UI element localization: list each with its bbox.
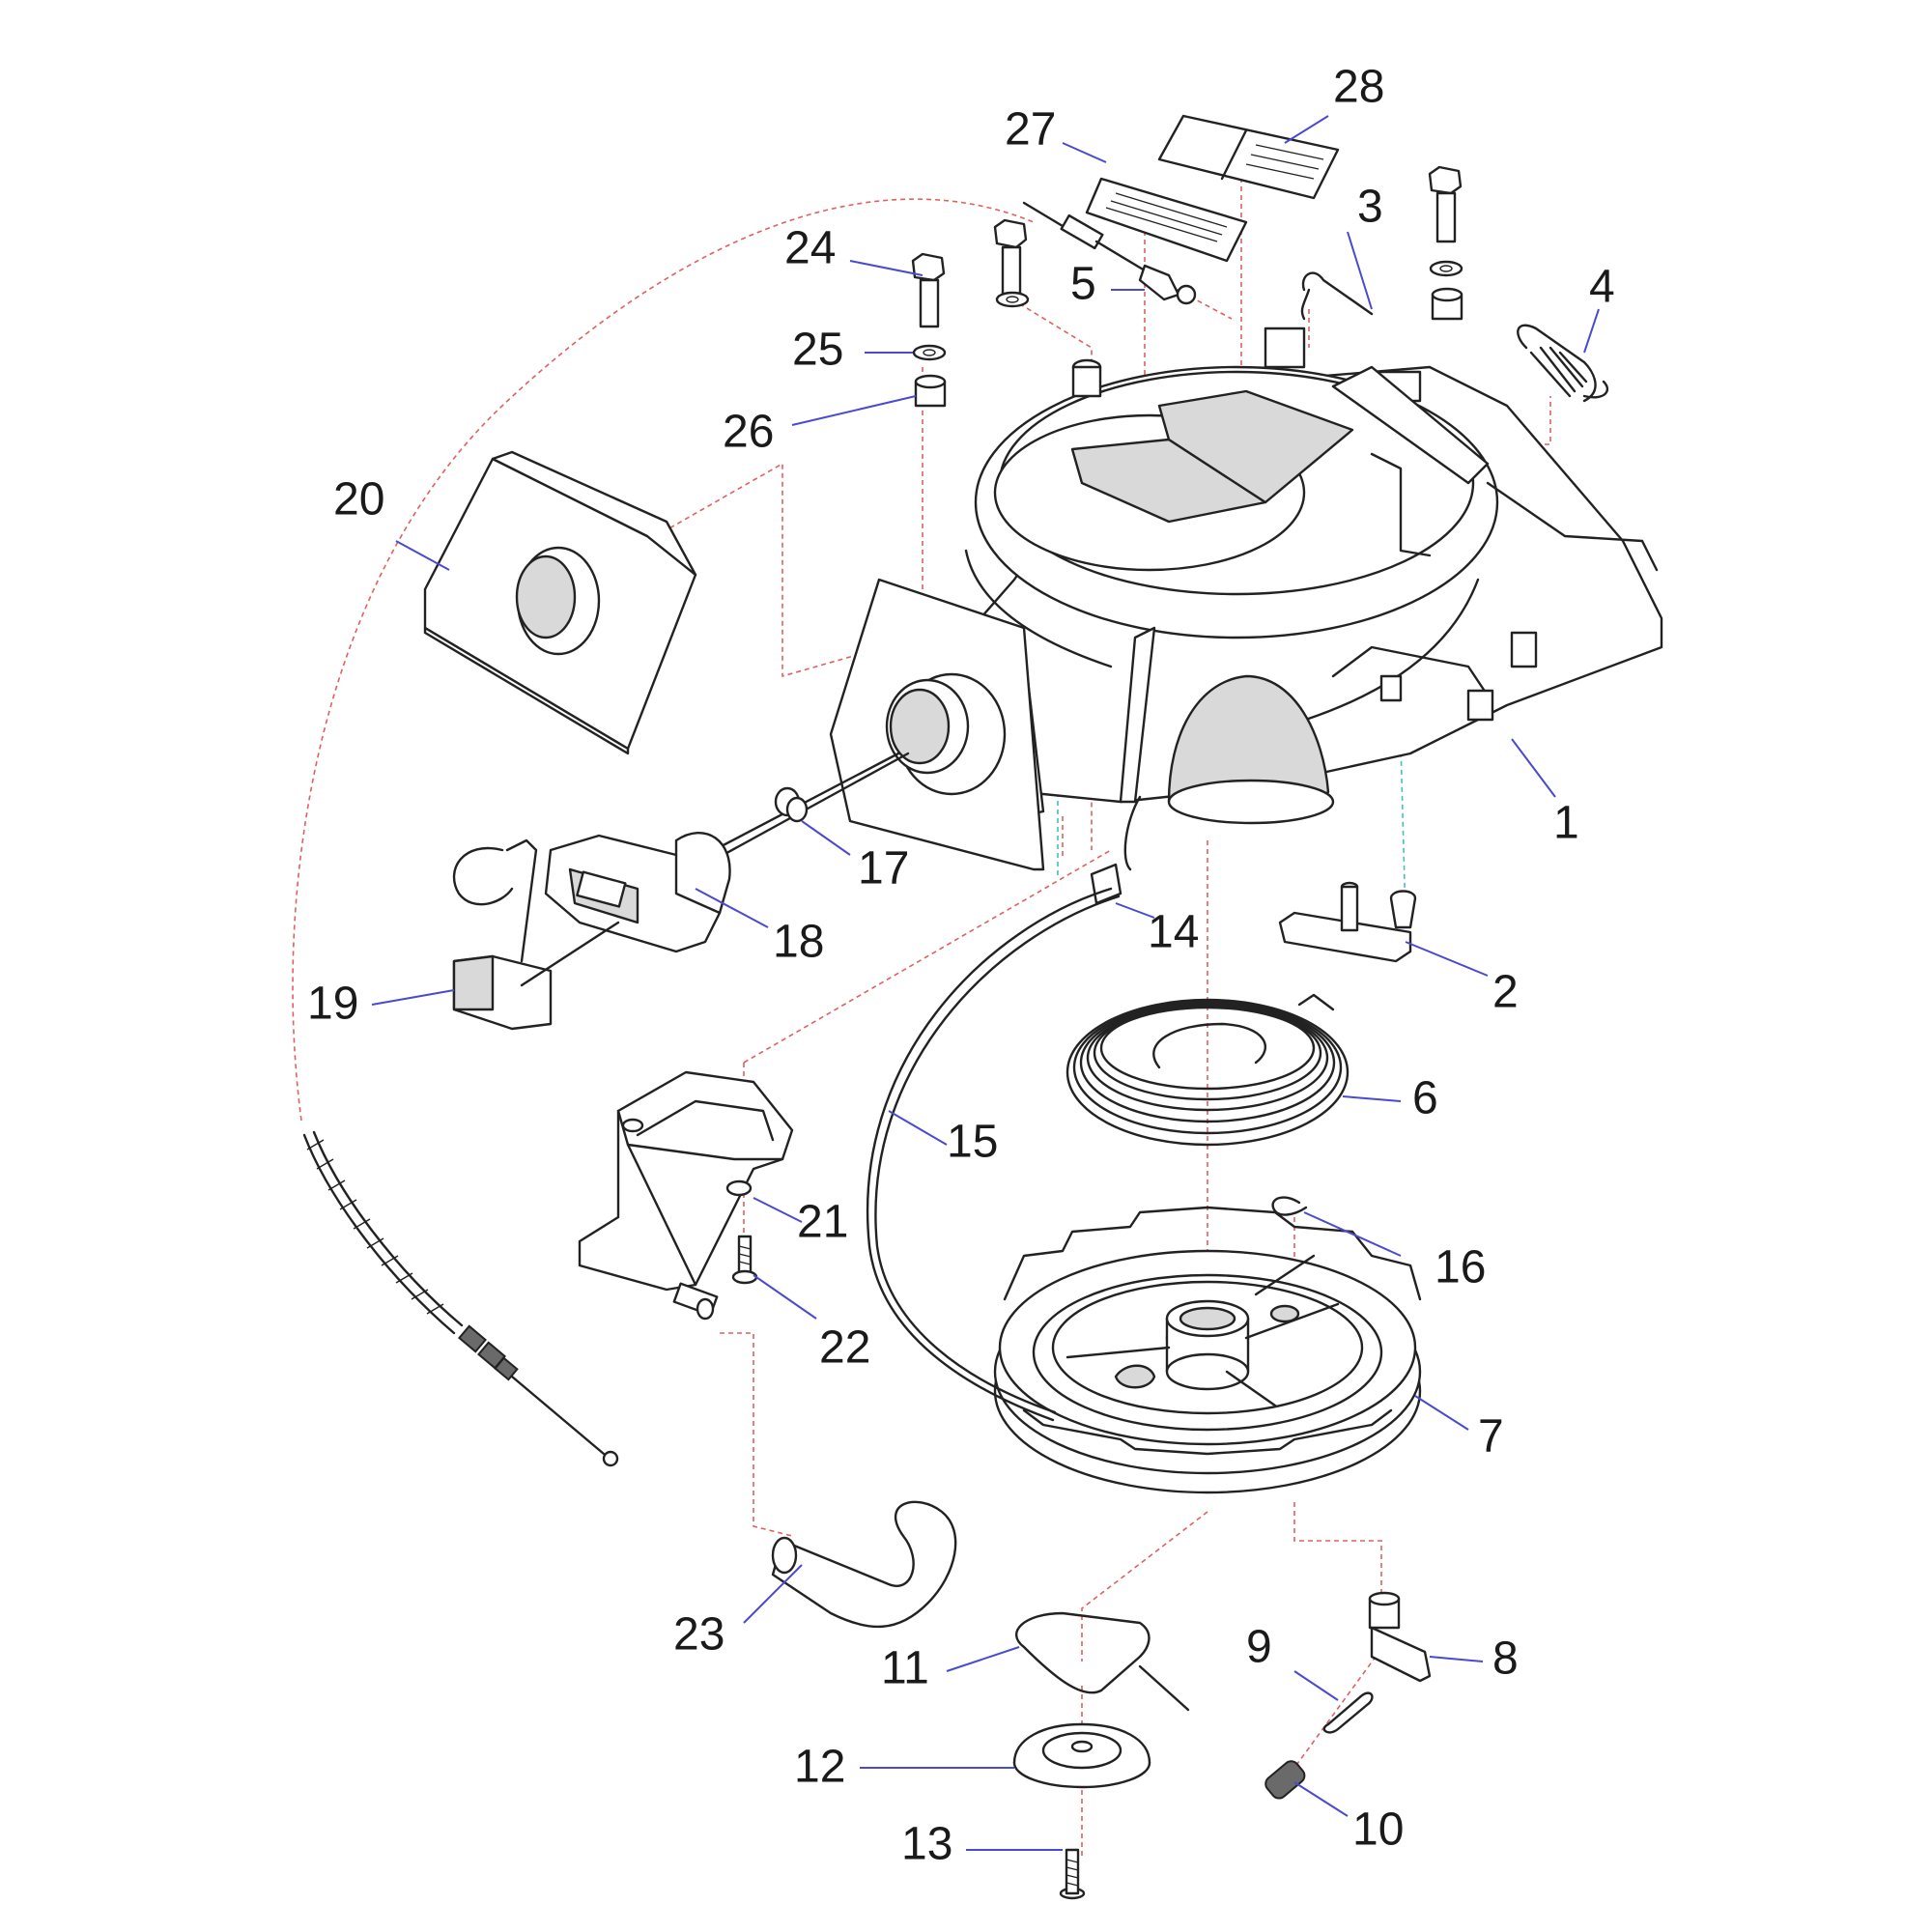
label-part-25: 25 [792, 325, 843, 376]
label-part-9: 9 [1246, 1622, 1272, 1673]
bolt-24 [911, 252, 946, 328]
label-part-14: 14 [1148, 907, 1199, 958]
label-part-7: 7 [1478, 1411, 1504, 1463]
label-part-6: 6 [1412, 1073, 1438, 1124]
leader-lines [371, 115, 1600, 1851]
label-part-1: 1 [1553, 798, 1579, 849]
part-labels: 1 2 3 4 5 6 7 8 9 10 11 12 13 14 15 16 1… [307, 62, 1615, 1870]
cable-clamp [452, 838, 620, 1031]
lever [1278, 881, 1417, 963]
friction-plate [1012, 1722, 1151, 1789]
label-part-4: 4 [1589, 262, 1615, 313]
pawl-spring [1322, 1691, 1374, 1734]
bracket [578, 1070, 794, 1321]
bolt-left [993, 218, 1030, 308]
label-part-17: 17 [858, 843, 909, 895]
spec-label [1157, 114, 1340, 200]
label-part-11: 11 [881, 1643, 929, 1694]
label-part-2: 2 [1492, 967, 1519, 1018]
label-part-12: 12 [794, 1742, 845, 1793]
throttle-cable [302, 1130, 619, 1467]
wire-spring [1015, 1611, 1190, 1712]
label-part-13: 13 [901, 1819, 952, 1870]
label-part-27: 27 [1005, 104, 1056, 156]
foam-pad [423, 450, 697, 755]
e-clip [1271, 1196, 1308, 1216]
warning-label [1085, 177, 1248, 263]
label-part-28: 28 [1333, 62, 1384, 113]
starter-handle [544, 831, 731, 953]
label-part-22: 22 [819, 1322, 870, 1374]
extension-spring [1517, 324, 1609, 403]
small-spring [1300, 271, 1374, 321]
label-part-26: 26 [723, 407, 774, 458]
label-part-15: 15 [947, 1117, 998, 1168]
washer-25 [912, 344, 947, 361]
housing [694, 327, 1663, 871]
label-part-19: 19 [307, 979, 358, 1030]
coil-spring [1264, 1760, 1306, 1800]
label-part-23: 23 [673, 1609, 724, 1661]
screw [1059, 1848, 1086, 1900]
label-part-5: 5 [1070, 259, 1096, 310]
bushing-26 [914, 374, 947, 408]
label-part-3: 3 [1357, 182, 1383, 233]
label-part-8: 8 [1492, 1634, 1519, 1685]
grommet [774, 786, 809, 823]
recoil-spring [1065, 993, 1350, 1147]
pawl [1368, 1591, 1432, 1683]
label-part-21: 21 [797, 1197, 848, 1248]
label-part-16: 16 [1435, 1242, 1486, 1293]
label-part-10: 10 [1352, 1804, 1404, 1856]
label-part-20: 20 [333, 474, 384, 526]
tube [771, 1500, 957, 1629]
pin [1022, 201, 1197, 305]
pulley [993, 1206, 1422, 1494]
label-part-24: 24 [784, 223, 836, 274]
bolt-right [1428, 165, 1463, 321]
bracket-screw [731, 1235, 758, 1285]
label-part-18: 18 [773, 917, 824, 968]
cable [867, 887, 1121, 1422]
